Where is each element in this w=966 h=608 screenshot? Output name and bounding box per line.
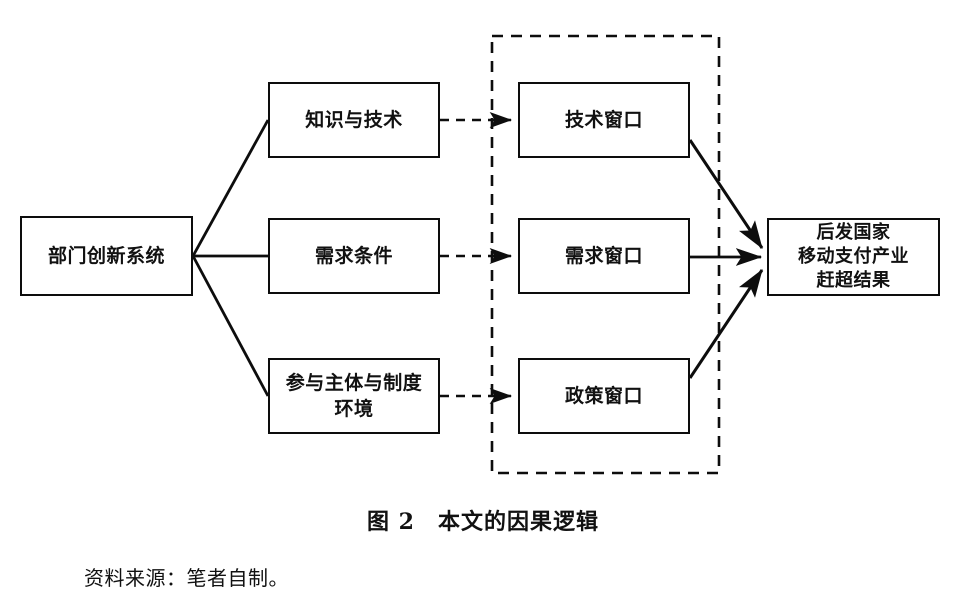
- node-policy-window[interactable]: 政策窗口: [518, 358, 690, 434]
- connector-policy-window-to-outcome: [688, 269, 764, 379]
- node-demand-window[interactable]: 需求窗口: [518, 218, 690, 294]
- node-actors-institutional-environment-label: 参与主体与制度 环境: [285, 371, 423, 420]
- figure-caption: 图 2 本文的因果逻辑: [367, 509, 599, 535]
- node-knowledge-technology-label: 知识与技术: [305, 108, 403, 131]
- node-demand-conditions[interactable]: 需求条件: [268, 218, 440, 294]
- node-policy-window-label: 政策窗口: [564, 384, 643, 407]
- node-source-system-label: 部门创新系统: [47, 244, 165, 267]
- connector-tech-window-to-outcome: [688, 139, 764, 249]
- node-catchup-outcome-label: 后发国家 移动支付产业 赶超结果: [798, 222, 909, 291]
- node-demand-window-label: 需求窗口: [564, 244, 643, 267]
- node-technology-window-label: 技术窗口: [564, 108, 643, 131]
- node-demand-conditions-label: 需求条件: [314, 244, 393, 267]
- node-technology-window[interactable]: 技术窗口: [518, 82, 690, 158]
- node-catchup-outcome[interactable]: 后发国家 移动支付产业 赶超结果: [767, 218, 940, 296]
- node-knowledge-technology[interactable]: 知识与技术: [268, 82, 440, 158]
- connector-system-to-knowledge: [191, 119, 270, 257]
- node-actors-institutional-environment[interactable]: 参与主体与制度 环境: [268, 358, 440, 434]
- connector-system-to-actors: [191, 255, 270, 397]
- node-source-system[interactable]: 部门创新系统: [20, 216, 193, 296]
- figure-source-note: 资料来源：笔者自制。: [84, 566, 289, 590]
